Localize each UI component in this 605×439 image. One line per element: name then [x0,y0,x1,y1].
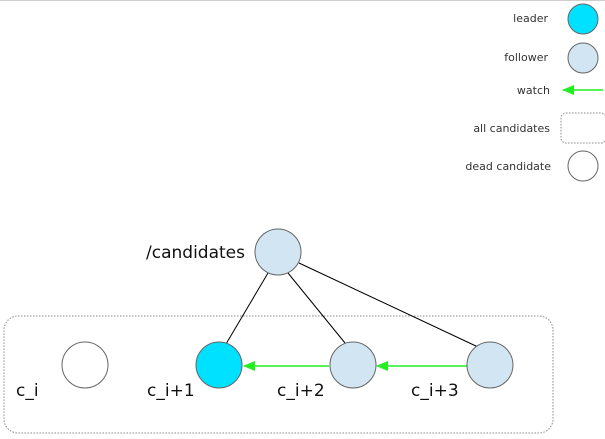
c-i2-label: c_i+2 [277,381,325,401]
c-i1-label: c_i+1 [147,381,195,401]
legend-follower-label: follower [504,51,548,64]
legend-all-candidates-label: all candidates [473,122,550,135]
follower-node-c-i2 [329,341,377,389]
legend-dead-candidate-icon [567,150,599,182]
tree-edges [225,262,479,348]
c-i-label: c_i [16,381,39,401]
legend: leader follower watch all candidates dea… [465,3,605,182]
legend-dead-candidate-label: dead candidate [465,160,551,173]
edge-root-to-c-i2 [287,272,346,344]
c-i3-label: c_i+3 [411,381,459,401]
legend-all-candidates-icon [560,112,605,144]
legend-leader-label: leader [513,12,548,25]
follower-node-c-i3 [466,341,514,389]
legend-leader-icon [567,3,599,35]
legend-watch-label: watch [517,84,550,97]
top-border [0,0,605,1]
edge-root-to-c-i3 [298,262,479,348]
dead-candidate-node-c-i [61,341,109,389]
leader-node-c-i1 [195,341,243,389]
candidates-root-node [254,228,302,276]
edge-root-to-c-i1 [225,272,269,345]
legend-follower-icon [567,42,599,74]
candidates-root-label: /candidates [146,243,245,263]
